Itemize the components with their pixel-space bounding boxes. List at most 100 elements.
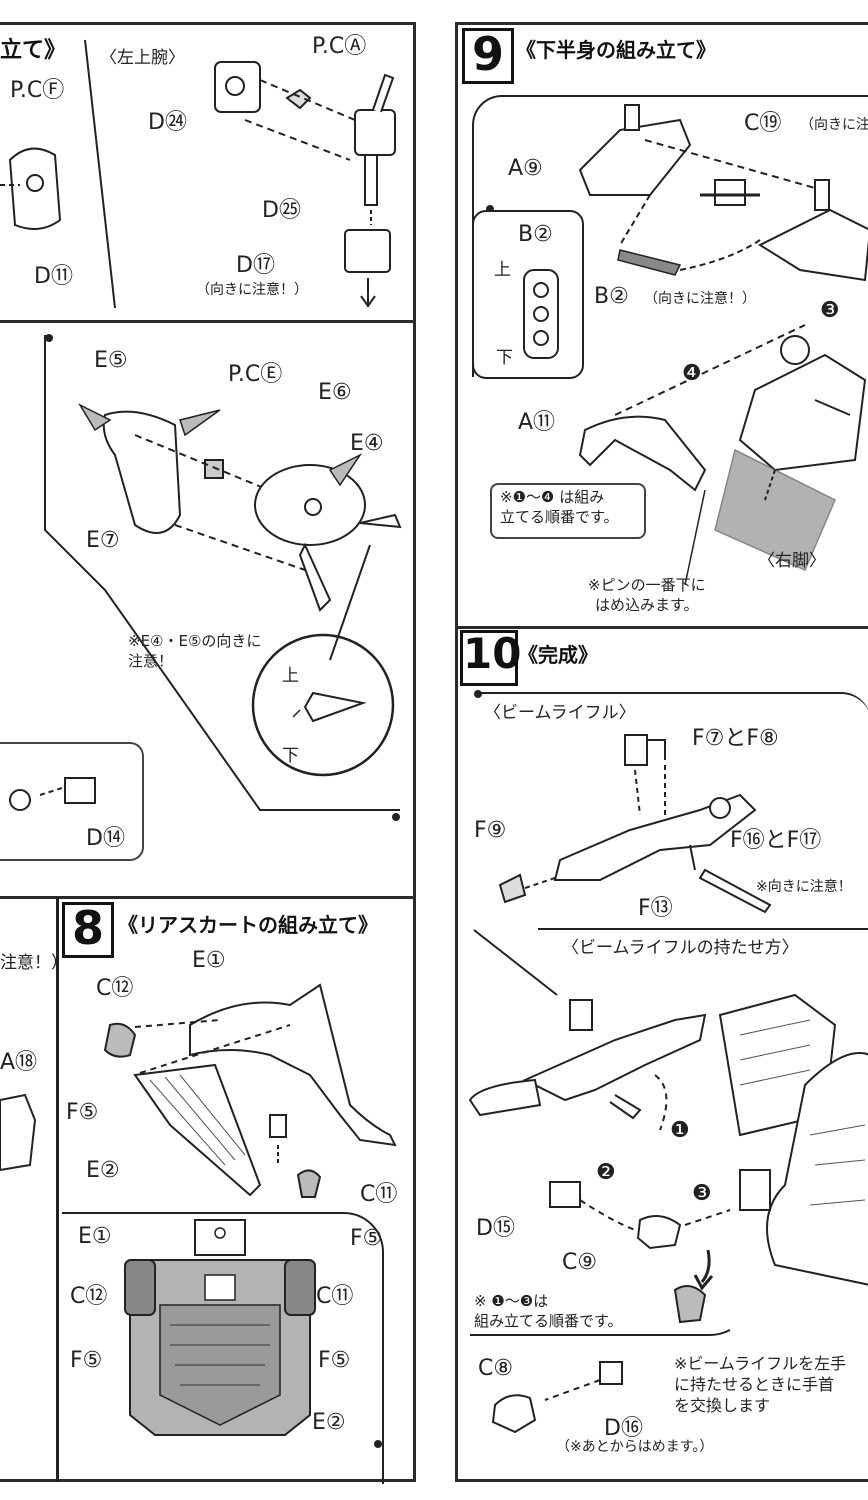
s10-label-f16-f17: F⑯とF⑰ [730,828,822,853]
label-d24: D㉔ [148,110,187,135]
label-d17: D⑰ [236,253,275,278]
zoom-up-label: 上 [282,666,299,686]
label-pcf: P.CⒻ [10,78,65,103]
s10-step1-marker: ❶ [670,1118,690,1143]
s10-step2-marker: ❷ [596,1160,616,1185]
step10-title: 《完成》 [518,643,598,667]
hold-box [538,928,868,930]
s8-b-e1: E① [78,1224,112,1249]
label-e4: E④ [350,431,384,456]
left-upper-arm-title: 〈左上腕〉 [100,48,185,68]
s8-b-f5: F⑤ [70,1348,103,1373]
s9-label-b2: B② [594,284,629,309]
caution-d17: （向きに注意！） [196,282,308,298]
mobile-suit-body-drawing [718,993,868,1286]
s10-direction-note: ※向きに注意！ [756,879,852,895]
b2-part-drawing [523,269,559,359]
hand-swap-drawing [491,1361,623,1434]
s9-right-leg-label: 〈右脚〉 [758,551,826,571]
label-a18: A⑱ [0,1050,38,1075]
beam-rifle-hold-drawing [468,999,707,1131]
s10-step3-marker: ❸ [692,1181,712,1206]
s9-c19-note: （向きに注 [800,117,868,133]
label-pce: P.CⒺ [228,362,283,387]
s10-label-c9: C⑨ [562,1250,598,1275]
s10-hold-title: 〈ビームライフルの持たせ方〉 [562,938,799,958]
hand-detail-drawing [9,777,96,811]
s8-label-c11: C⑪ [360,1182,398,1207]
s10-beam-rifle-title: 〈ビームライフル〉 [484,703,636,723]
upper-arm-drawing [214,61,396,308]
right-leg-drawing [578,324,867,586]
label-e6: E⑥ [318,380,352,405]
zoom-connector [44,335,400,811]
order-note-box [490,483,646,539]
s9-order-note: ※❶～❹ は組み 立てる順番です。 [500,488,619,526]
s8-b-e2: E② [312,1410,346,1435]
ref-dot [45,334,53,342]
s8-label-e2: E② [86,1158,120,1183]
s8-label-e1: E① [192,948,226,973]
s9-pin-note: ※ピンの一番下に はめ込みます。 [588,576,706,614]
s8-b-c12: C⑫ [70,1284,108,1309]
ref-dot-4 [486,205,494,213]
s10-label-f13: F⑬ [638,896,673,921]
diagonal-divider [84,39,116,309]
s9-label-a11: A⑪ [518,410,556,435]
label-pca: P.CⒶ [312,34,367,59]
s8-label-c12: C⑫ [96,976,134,1001]
s9-label-c19: C⑲ [744,111,782,136]
step8-title: 《リアスカートの組み立て》 [118,913,378,937]
step9-number: 9 [462,28,514,84]
s9-label-a9: A⑨ [508,156,543,181]
shoulder-armor-drawing [78,403,402,612]
label-caution-fragment: 注意！） [0,953,68,973]
s10-label-f9: F⑨ [474,818,507,843]
s9-b2-note: （向きに注意！） [644,291,756,307]
s10-later-note: （※あとからはめます。） [556,1439,714,1455]
waist-exploded-drawing [578,104,868,282]
rear-skirt-assembled-drawing [124,1219,316,1436]
ref-dot-2 [392,813,400,821]
step10-number: 10 [460,630,521,686]
label-d25: D㉕ [262,198,301,223]
left-top-divider [0,320,416,323]
zoom-down-label: 下 [282,746,299,766]
s10-label-d15: D⑮ [476,1216,515,1241]
beam-rifle-exploded-drawing [498,734,772,914]
s10-swap-note: ※ビームライフルを左手 に持たせるときに手首 を交換します [674,1354,847,1415]
label-d11: D⑪ [34,264,73,289]
step9-title: 《下半身の組み立て》 [516,38,716,62]
step8-assembled-box [62,1212,384,1484]
step10-inner-box [476,692,868,944]
s8-b-c11: C⑪ [316,1284,354,1309]
label-e5: E⑤ [94,348,128,373]
s8-label-f5: F⑤ [66,1100,99,1125]
ref-dot-3 [374,1440,382,1448]
step8-number: 8 [62,902,114,958]
s10-label-d16: D⑯ [604,1416,643,1441]
s9-step4-marker: ❹ [682,361,702,386]
left-header-fragment: 立て》 [0,38,67,63]
left-mid-divider [0,896,416,899]
note-e4-e5: ※E④・E⑤の向きに 注意！ [128,632,262,670]
hand-assembly-drawing [549,1181,731,1324]
s9-label-b2-inset: B② [518,222,553,247]
rear-skirt-exploded-drawing [103,983,397,1198]
s9-step3-marker: ❸ [820,298,840,323]
s10-order-note: ※ ❶～❸は 組み立てる順番です。 [474,1292,623,1330]
hand-swap-connector [470,1329,731,1336]
inset-down: 下 [496,348,513,368]
hold-connector [473,929,558,996]
lower-left-part [0,1093,37,1172]
s10-label-f7-f8: F⑦とF⑧ [692,726,779,751]
label-d14: D⑭ [86,826,125,851]
shoulder-part-drawing [0,147,62,230]
s8-b-f5b: F⑤ [318,1348,351,1373]
s10-label-c8: C⑧ [478,1356,514,1381]
label-e7: E⑦ [86,528,120,553]
zoom-circle [251,633,395,777]
inset-up: 上 [494,260,511,280]
step8-frame [56,897,419,1482]
right-mid-divider [455,626,868,629]
